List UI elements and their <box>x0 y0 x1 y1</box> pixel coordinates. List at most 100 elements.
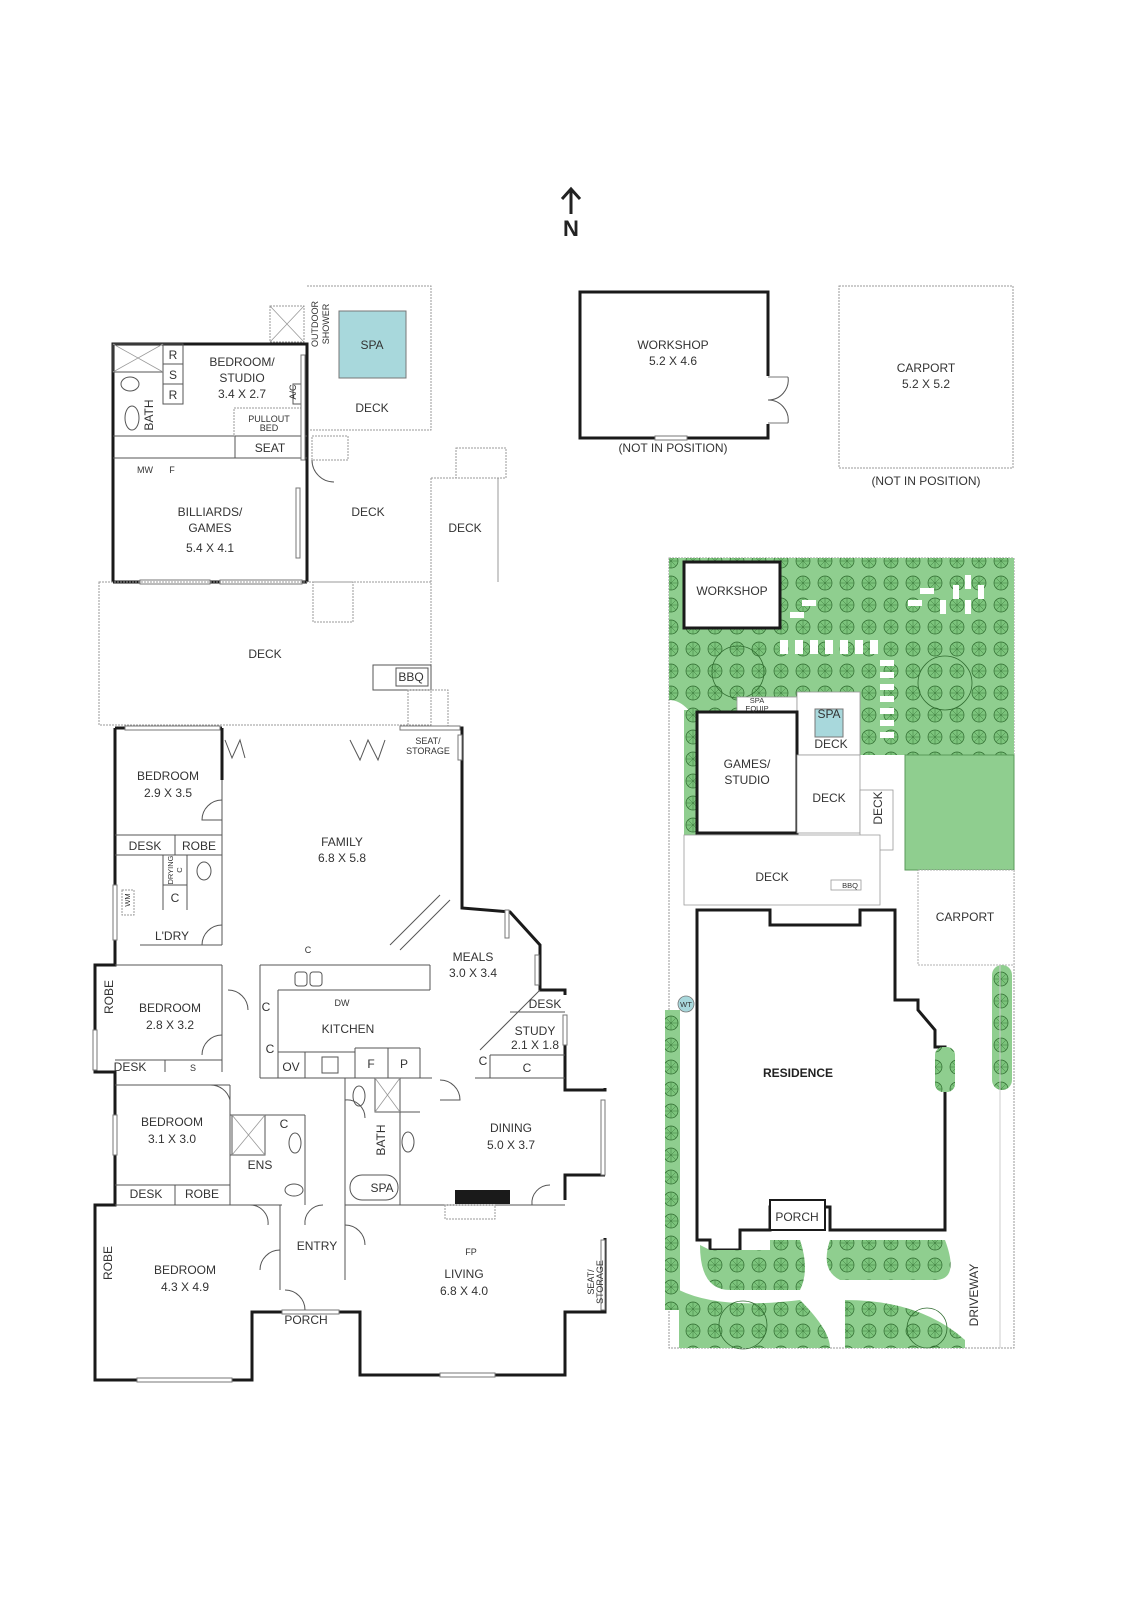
site-carport-label: CARPORT <box>936 910 995 924</box>
bedroom3-robe: ROBE <box>185 1187 219 1201</box>
carport-name: CARPORT <box>897 361 956 375</box>
rear-spa-label: SPA <box>360 338 383 352</box>
bedroom2-name: BEDROOM <box>139 1001 201 1015</box>
site-porch <box>769 1199 826 1231</box>
family-size: 6.8 X 5.8 <box>318 851 366 865</box>
deck-side-label: DECK <box>448 521 481 535</box>
master-bedroom-size: 4.3 X 4.9 <box>161 1280 209 1294</box>
robe1-label: ROBE <box>182 839 216 853</box>
study-c-bottom: C <box>523 1061 532 1075</box>
living-size: 6.8 X 4.0 <box>440 1284 488 1298</box>
kitchen-ov: OV <box>282 1060 299 1074</box>
site-residence-label: RESIDENCE <box>763 1066 833 1080</box>
kitchen-f: F <box>367 1057 374 1071</box>
study-desk: DESK <box>529 997 562 1011</box>
mw-label: MW <box>137 465 153 475</box>
bedroom-studio-label-2: STUDIO <box>219 371 264 385</box>
main-house-windows <box>92 725 606 1383</box>
site-deck-spa-label: DECK <box>814 737 847 751</box>
billiards-label: BILLIARDS/ <box>178 505 243 519</box>
main-deck <box>98 581 432 726</box>
site-spa-equip-label: SPA <box>750 696 764 705</box>
drying-c-label: C <box>175 867 184 873</box>
study-name: STUDY <box>515 1024 556 1038</box>
study-c-left: C <box>479 1054 488 1068</box>
billiards-size: 5.4 X 4.1 <box>186 541 234 555</box>
bedroom2-desk: DESK <box>114 1060 147 1074</box>
meals-size: 3.0 X 3.4 <box>449 966 497 980</box>
site-games-label: GAMES/ <box>724 757 771 771</box>
kitchen-dw: DW <box>335 998 350 1008</box>
laundry-c-label: C <box>171 891 180 905</box>
bedroom2-robe: ROBE <box>102 980 116 1014</box>
kitchen-p: P <box>400 1057 408 1071</box>
seat-storage-front-label-2: STORAGE <box>595 1260 605 1304</box>
site-deck-side-label: DECK <box>871 791 885 824</box>
site-bbq-label: BBQ <box>842 881 858 890</box>
master-robe: ROBE <box>101 1246 115 1280</box>
site-porch-label: PORCH <box>775 1210 818 1224</box>
site-workshop <box>682 560 782 630</box>
site-workshop-label: WORKSHOP <box>696 584 767 598</box>
desk1-label: DESK <box>129 839 162 853</box>
rear-pavilion-labels: BEDROOM/ STUDIO 3.4 X 2.7 R S R BATH A/C… <box>137 301 482 555</box>
bedroom1-name: BEDROOM <box>137 769 199 783</box>
bbq-label: BBQ <box>398 670 423 684</box>
interior-partitions <box>115 780 565 1290</box>
fixtures <box>121 861 510 1220</box>
bedroom3-name: BEDROOM <box>141 1115 203 1129</box>
bedroom2-s: S <box>190 1063 196 1073</box>
bedroom1-size: 2.9 X 3.5 <box>144 786 192 800</box>
ens-name: ENS <box>248 1158 273 1172</box>
billiards-label-2: GAMES <box>188 521 231 535</box>
bedroom3-size: 3.1 X 3.0 <box>148 1132 196 1146</box>
pullout-bed-label-2: BED <box>260 423 279 433</box>
bedroom3-desk: DESK <box>130 1187 163 1201</box>
carport-outbuilding <box>838 285 1014 469</box>
rear-spa <box>338 310 407 379</box>
drying-label: DRYING <box>166 855 175 884</box>
ac-label: A/C <box>288 384 298 400</box>
laundry-label: L'DRY <box>155 929 189 943</box>
site-games-studio <box>695 710 799 835</box>
north-label: N <box>563 216 579 241</box>
outdoor-shower-label-2: SHOWER <box>321 303 331 344</box>
bath-main-spa: SPA <box>370 1181 393 1195</box>
deck-spa-label: DECK <box>355 401 388 415</box>
north-arrow-icon <box>560 186 582 214</box>
workshop-outbuilding <box>578 290 789 441</box>
seat-storage-front-label: SEAT/ <box>586 1269 596 1295</box>
site-carport <box>917 869 1015 966</box>
wm-label: WM <box>123 893 132 906</box>
kitchen-c-top: C <box>305 945 312 955</box>
workshop-size: 5.2 X 4.6 <box>649 354 697 368</box>
meals-name: MEALS <box>453 950 494 964</box>
bedroom-studio-size: 3.4 X 2.7 <box>218 387 266 401</box>
bath-main-name: BATH <box>374 1124 388 1155</box>
fp-label: FP <box>465 1247 477 1257</box>
site-plan <box>665 557 1015 1350</box>
door-swings <box>201 738 551 1311</box>
site-plan-labels: WORKSHOP SPA EQUIP SPA DECK GAMES/ STUDI… <box>680 584 995 1326</box>
entry-label: ENTRY <box>297 1239 337 1253</box>
seat-label: SEAT <box>255 441 286 455</box>
rear-bath-label: BATH <box>142 399 156 430</box>
kitchen-name: KITCHEN <box>322 1022 375 1036</box>
carport-size: 5.2 X 5.2 <box>902 377 950 391</box>
fridge-label: F <box>169 465 175 475</box>
site-driveway-label: DRIVEWAY <box>967 1264 981 1327</box>
lawn <box>904 754 1015 871</box>
master-bedroom-name: BEDROOM <box>154 1263 216 1277</box>
study-size: 2.1 X 1.8 <box>511 1038 559 1052</box>
site-spa-equip-label-2: EQUIP <box>745 704 768 713</box>
robe-r1: R <box>169 348 178 362</box>
deck-mid-label: DECK <box>351 505 384 519</box>
family-name: FAMILY <box>321 835 363 849</box>
main-deck-label: DECK <box>248 647 281 661</box>
water-tank-icon <box>677 995 695 1013</box>
dining-name: DINING <box>490 1121 532 1135</box>
workshop-name: WORKSHOP <box>637 338 708 352</box>
site-deck-main-label: DECK <box>755 870 788 884</box>
kitchen-c-left1: C <box>262 1000 271 1014</box>
